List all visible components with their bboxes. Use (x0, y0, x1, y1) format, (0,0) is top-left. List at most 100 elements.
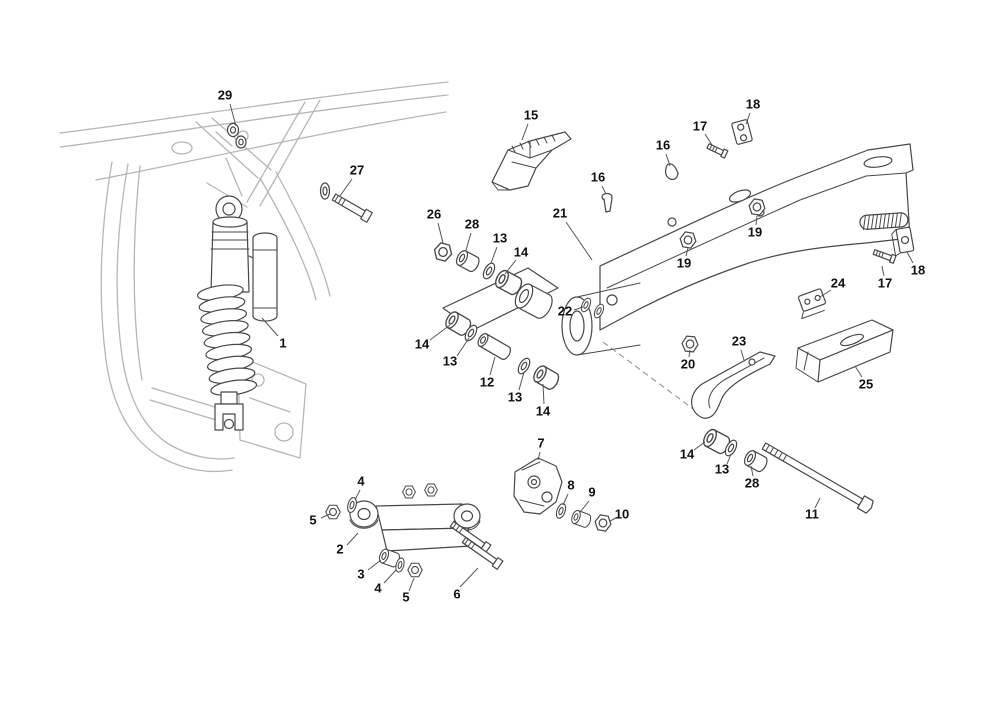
leader-line-27 (339, 178, 353, 197)
leader-line-14 (693, 441, 706, 451)
part-label-22: 22 (558, 303, 572, 318)
fasteners-29 (226, 122, 247, 149)
part-label-13: 13 (493, 230, 507, 245)
leader-line-21 (565, 221, 593, 261)
leader-line-5 (320, 513, 331, 519)
bushing-28 (453, 248, 482, 274)
swingarm-21 (442, 143, 914, 356)
leader-line-19 (755, 215, 758, 226)
leader-line-25 (854, 365, 863, 378)
part-label-10: 10 (615, 506, 629, 521)
part-label-26: 26 (427, 206, 441, 221)
leader-line-17 (704, 133, 713, 146)
construction-line (602, 341, 701, 415)
part-label-24: 24 (831, 275, 846, 290)
leader-line-13 (726, 453, 732, 465)
leader-line-18 (906, 251, 914, 264)
part-label-2: 2 (336, 541, 343, 556)
leader-line-14 (504, 259, 517, 275)
leader-line-13 (518, 371, 525, 391)
leader-line-1 (261, 317, 279, 337)
part-label-7: 7 (537, 435, 544, 450)
bushing-28b (741, 448, 770, 474)
leader-line-14 (429, 324, 451, 341)
bolt-27 (319, 182, 373, 223)
leader-line-24 (819, 289, 832, 298)
nut-20 (680, 335, 700, 353)
bushing-14c (530, 363, 562, 392)
leader-line-15 (521, 123, 529, 141)
part-label-17: 17 (693, 118, 707, 133)
leader-line-9 (580, 500, 590, 512)
bracket-18a (731, 119, 753, 145)
leader-line-8 (562, 493, 569, 506)
leader-line-11 (814, 497, 821, 509)
part-label-28: 28 (465, 216, 479, 231)
leader-line-29 (229, 103, 237, 127)
shock-spring (196, 284, 258, 396)
leader-line-26 (437, 222, 444, 244)
bushing-9 (569, 508, 593, 529)
leader-line-4 (383, 569, 397, 584)
part-label-16: 16 (591, 169, 605, 184)
shock-absorber (196, 195, 278, 431)
leader-line-3 (367, 559, 382, 571)
part-label-19: 19 (748, 224, 762, 239)
leader-line-17 (881, 265, 885, 277)
part-label-13: 13 (508, 389, 522, 404)
screw-17b (872, 249, 897, 264)
leader-line-16 (601, 185, 607, 195)
part-label-27: 27 (350, 162, 364, 177)
leader-line-18 (745, 112, 751, 125)
part-label-13: 13 (443, 353, 457, 368)
spacer-12 (477, 333, 511, 360)
leader-line-23 (740, 349, 745, 361)
washer-8 (554, 501, 568, 521)
bracket-7 (513, 457, 563, 515)
part-label-12: 12 (480, 374, 494, 389)
part-label-3: 3 (357, 566, 364, 581)
screw-17a (706, 143, 729, 159)
leader-line-16 (665, 153, 671, 167)
part-label-4: 4 (357, 473, 365, 488)
part-label-19: 19 (677, 255, 691, 270)
part-label-21: 21 (553, 205, 567, 220)
bolt-16 (601, 192, 613, 213)
part-label-13: 13 (715, 461, 729, 476)
bolt-6b (461, 536, 504, 570)
leader-line-5 (408, 577, 415, 592)
part-label-20: 20 (681, 356, 695, 371)
part-label-6: 6 (453, 586, 460, 601)
part-label-1: 1 (279, 335, 286, 350)
part-label-14: 14 (514, 244, 529, 259)
part-label-18: 18 (911, 262, 925, 277)
leader-line-13 (456, 337, 470, 357)
linkage-2 (349, 500, 481, 552)
leader-line-19 (685, 247, 689, 257)
part-label-17: 17 (878, 275, 892, 290)
bracket-24 (797, 288, 827, 320)
nut-5a (325, 504, 341, 520)
part-label-5: 5 (309, 512, 316, 527)
part-label-15: 15 (524, 107, 538, 122)
leader-line-13 (490, 246, 498, 264)
chain-guard-15 (491, 131, 572, 191)
leader-line-12 (489, 356, 496, 376)
part-label-23: 23 (732, 333, 746, 348)
pivot-sleeve-14 (514, 283, 553, 319)
washer-13 (480, 260, 498, 282)
chain-guide-25 (795, 319, 894, 383)
part-label-18: 18 (746, 96, 760, 111)
part-label-14: 14 (415, 336, 430, 351)
part-label-8: 8 (567, 477, 574, 492)
part-label-11: 11 (805, 506, 819, 521)
nut-5b (407, 562, 423, 578)
leader-line-28 (750, 465, 754, 477)
part-label-14: 14 (680, 446, 695, 461)
leader-line-7 (537, 451, 541, 461)
leader-line-20 (688, 349, 691, 358)
bracket-18b (891, 226, 915, 257)
chain-slider-23 (691, 351, 776, 419)
nut-26 (431, 241, 455, 263)
